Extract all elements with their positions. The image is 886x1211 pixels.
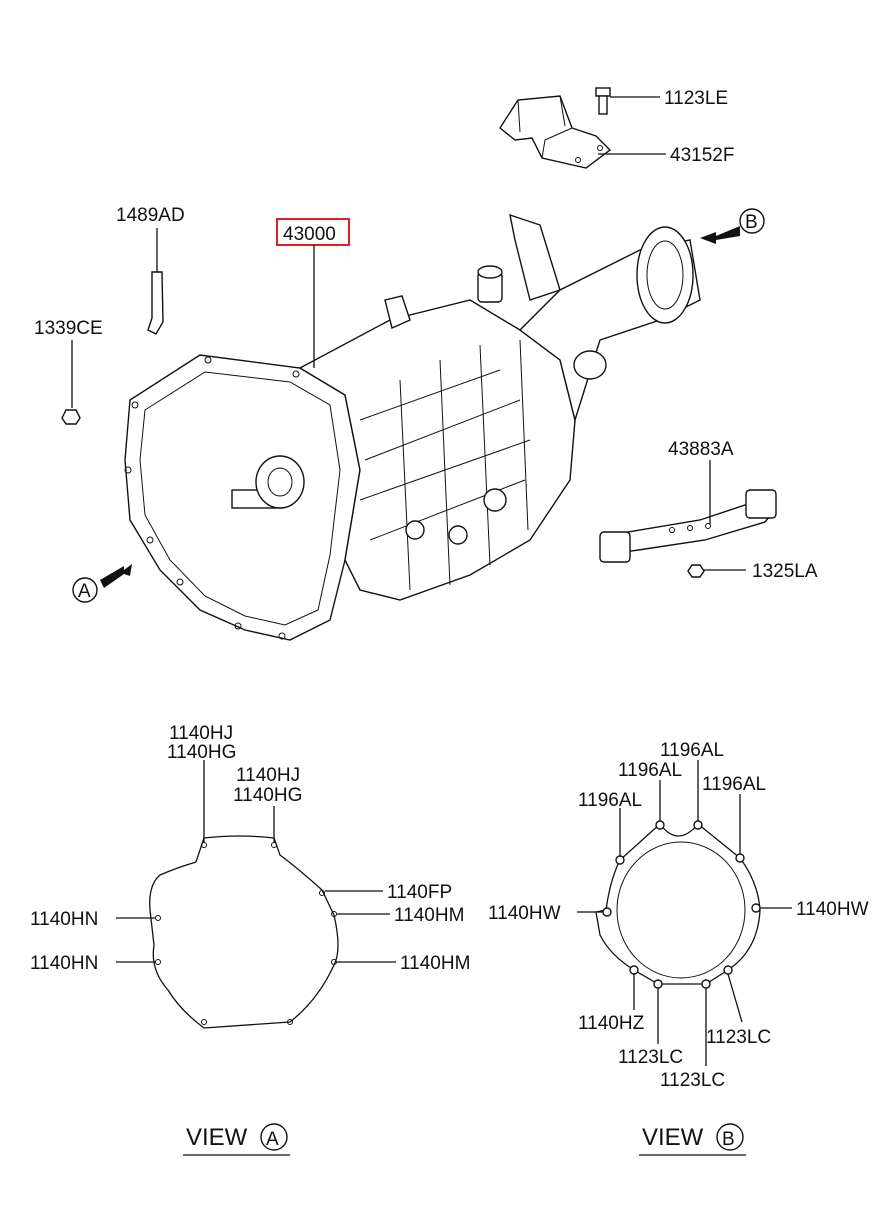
label-43883A[interactable]: 43883A xyxy=(668,439,734,460)
bracket-43152F[interactable] xyxy=(499,95,612,169)
label-view-b-al-left-inner[interactable]: 1196AL xyxy=(618,760,682,781)
label-view-b-hw-right[interactable]: 1140HW xyxy=(796,899,869,920)
view-a-marker: A xyxy=(266,1129,279,1150)
label-1489AD[interactable]: 1489AD xyxy=(116,205,185,226)
view-a-title: VIEW xyxy=(186,1124,248,1151)
label-view-b-lc-mid[interactable]: 1123LC xyxy=(618,1047,683,1068)
highlight-box-43000 xyxy=(276,218,350,246)
label-view-a-hn-2[interactable]: 1140HN xyxy=(30,953,98,974)
label-view-a-hg-1[interactable]: 1140HG xyxy=(167,742,236,763)
label-view-b-lc-right[interactable]: 1123LC xyxy=(706,1027,771,1048)
label-view-a-hm-1[interactable]: 1140HM xyxy=(394,905,464,926)
view-b-marker: B xyxy=(722,1129,735,1150)
label-view-b-al-center[interactable]: 1196AL xyxy=(660,740,724,761)
label-view-a-hj-2[interactable]: 1140HJ xyxy=(236,765,300,786)
label-view-a-hm-2[interactable]: 1140HM xyxy=(400,953,470,974)
mount-arm-43883A[interactable] xyxy=(599,489,777,563)
arrow-a-letter: A xyxy=(78,581,91,602)
label-1123LE[interactable]: 1123LE xyxy=(664,88,728,109)
arrow-b-letter: B xyxy=(745,212,758,233)
strap-1489AD[interactable] xyxy=(147,271,164,335)
view-b-title: VIEW xyxy=(642,1124,704,1151)
label-view-b-hw-left[interactable]: 1140HW xyxy=(488,903,561,924)
label-view-b-al-right[interactable]: 1196AL xyxy=(702,774,766,795)
label-view-a-fp[interactable]: 1140FP xyxy=(387,882,452,903)
label-1325LA[interactable]: 1325LA xyxy=(752,561,818,582)
label-view-a-hn-1[interactable]: 1140HN xyxy=(30,909,98,930)
label-view-b-al-left-outer[interactable]: 1196AL xyxy=(578,790,642,811)
label-43152F[interactable]: 43152F xyxy=(670,145,734,166)
label-43000[interactable]: 43000 xyxy=(283,224,336,245)
label-view-b-lc-bottom[interactable]: 1123LC xyxy=(660,1070,725,1091)
label-1339CE[interactable]: 1339CE xyxy=(34,318,103,339)
transmission-assembly-43000[interactable] xyxy=(124,213,701,641)
nut-1339CE[interactable] xyxy=(61,409,81,425)
view-a-gasket xyxy=(149,835,339,1029)
label-view-a-hj-1[interactable]: 1140HJ xyxy=(169,723,233,744)
bolt-1123LE[interactable] xyxy=(595,87,611,115)
label-view-a-hg-2[interactable]: 1140HG xyxy=(233,785,302,806)
view-b-arrow[interactable]: B xyxy=(700,208,765,244)
nut-1325LA[interactable] xyxy=(687,564,705,578)
label-view-b-hz[interactable]: 1140HZ xyxy=(578,1013,645,1034)
view-a-arrow[interactable]: A xyxy=(72,564,132,603)
view-b-gasket xyxy=(595,820,761,989)
